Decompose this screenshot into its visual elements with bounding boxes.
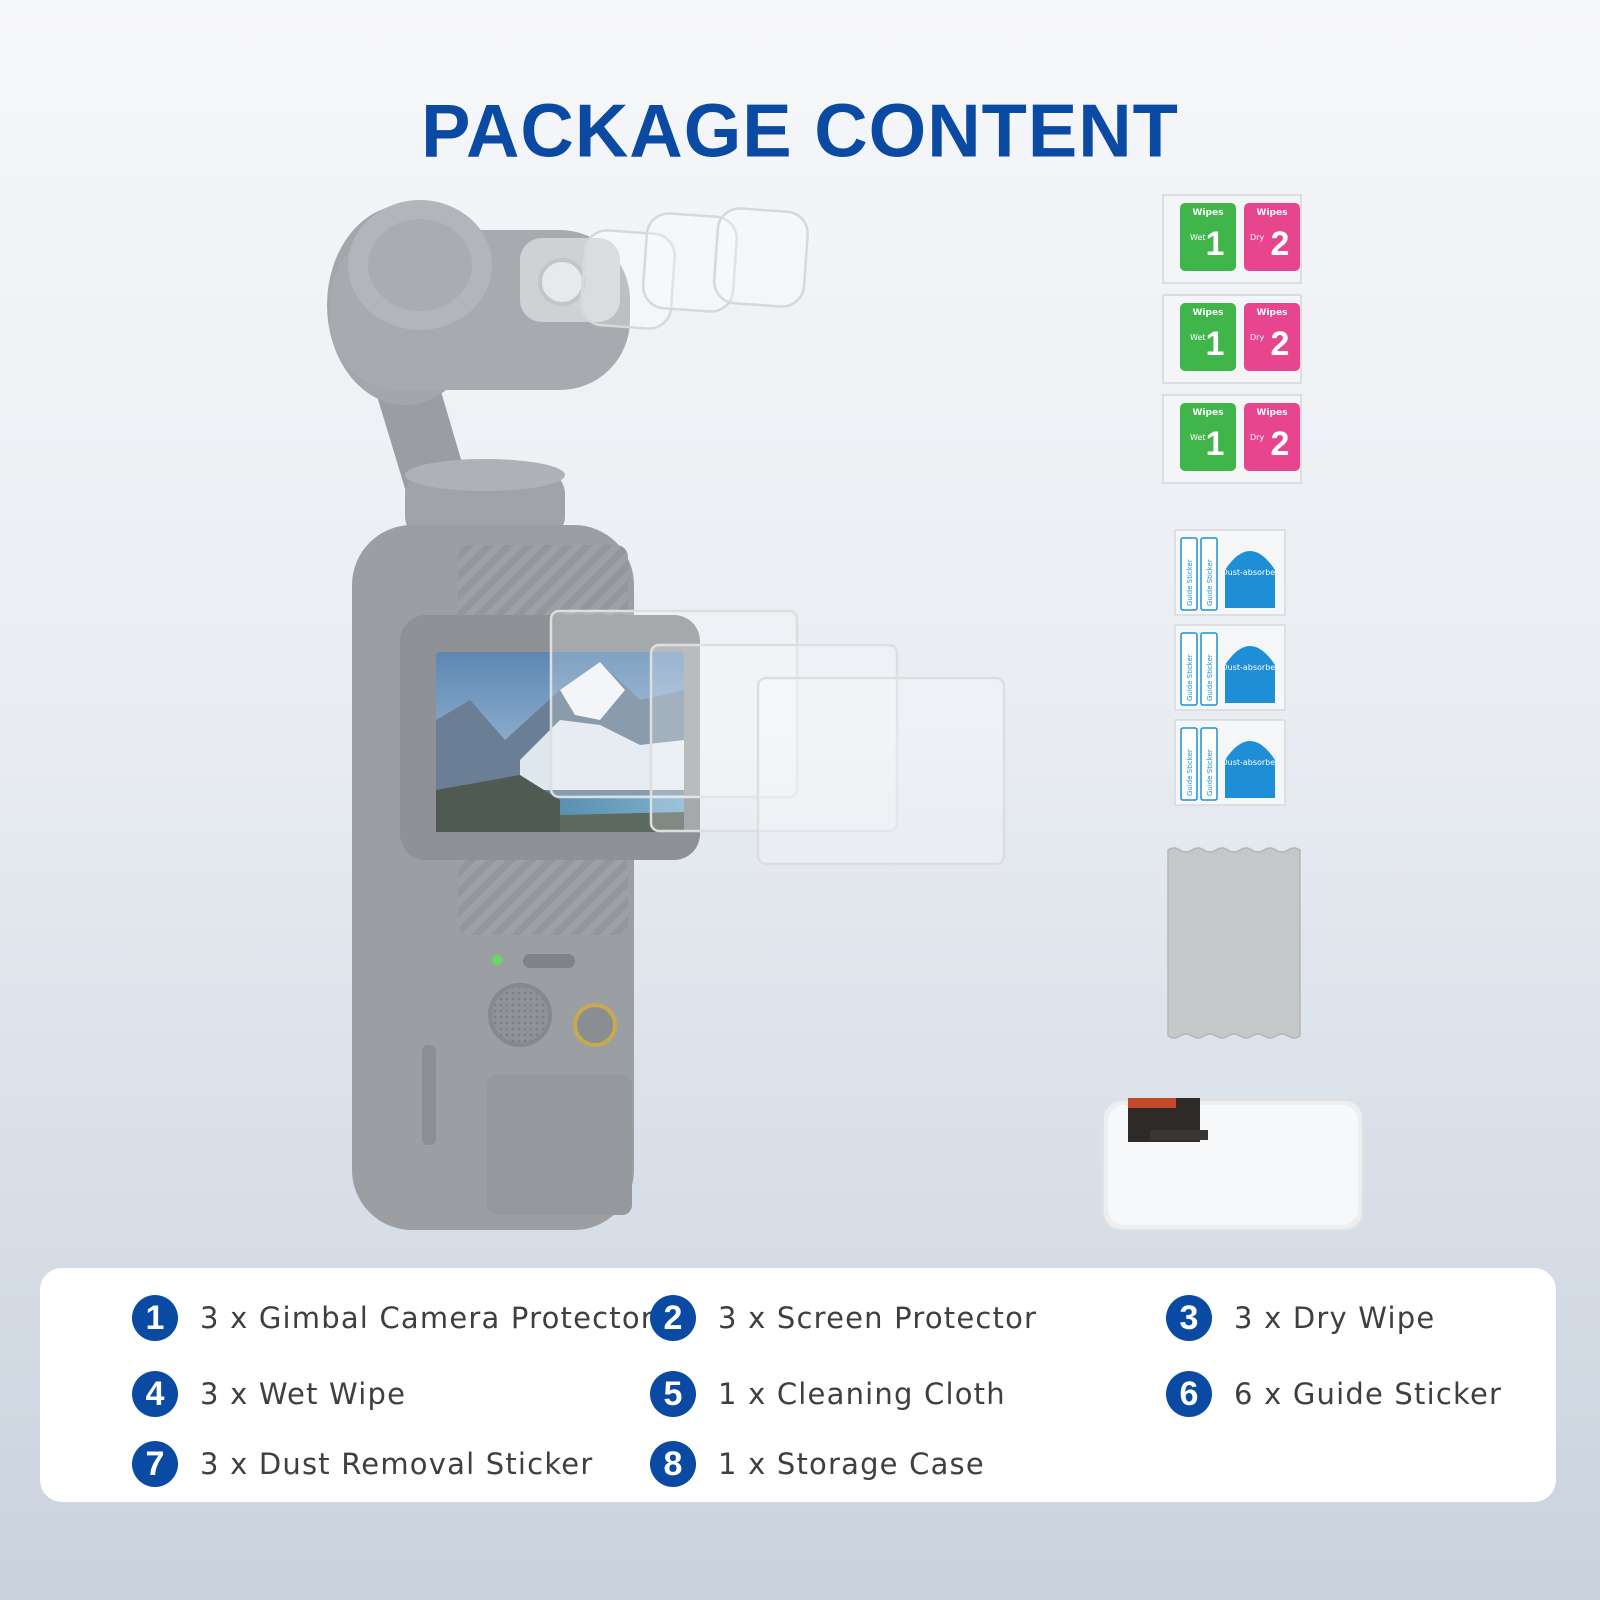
dry-wipe-pack — [1244, 203, 1300, 271]
dust-absorber-text: Dust-absorber — [1221, 663, 1279, 672]
item-dry-wipe: 3 3 x Dry Wipe — [1166, 1294, 1435, 1342]
guide-sticker-text: Guide Sticker — [1206, 654, 1214, 701]
wipe-header-text: Wipes — [1193, 208, 1224, 218]
number-badge: 2 — [650, 1295, 696, 1341]
guide-sticker — [1200, 632, 1218, 706]
guide-sticker-text: Guide Sticker — [1186, 559, 1194, 606]
item-label: 3 x Wet Wipe — [200, 1377, 407, 1411]
wipe-header-text: Wipes — [1257, 208, 1288, 218]
item-gimbal-camera-protector: 1 3 x Gimbal Camera Protector — [132, 1294, 654, 1342]
guide-sticker-text: Guide Sticker — [1206, 559, 1214, 606]
gimbal-camera-protectors — [579, 207, 809, 330]
guide-sticker — [1180, 727, 1198, 801]
item-label: 6 x Guide Sticker — [1234, 1377, 1503, 1411]
number-badge: 1 — [132, 1295, 178, 1341]
number-badge: 7 — [132, 1441, 178, 1487]
wet-wipe-pack — [1180, 203, 1236, 271]
guide-sticker-set: Guide Sticker Guide Sticker Dust-absorber — [1174, 719, 1286, 806]
dust-absorber-sticker — [1225, 551, 1275, 608]
wet-label-text: Wet — [1190, 433, 1206, 442]
wipe-header-text: Wipes — [1257, 308, 1288, 318]
item-storage-case: 8 1 x Storage Case — [650, 1440, 985, 1488]
number-badge: 5 — [650, 1371, 696, 1417]
screen-protectors — [549, 609, 1006, 866]
item-wet-wipe: 4 3 x Wet Wipe — [132, 1370, 406, 1418]
screen-landscape-image — [436, 652, 684, 832]
dry-label-text: Dry — [1250, 333, 1264, 342]
item-label: 3 x Dry Wipe — [1234, 1301, 1436, 1335]
item-guide-sticker: 6 6 x Guide Sticker — [1166, 1370, 1502, 1418]
guide-sticker-set: Guide Sticker Guide Sticker Dust-absorber — [1174, 529, 1286, 616]
item-label: 1 x Cleaning Cloth — [718, 1377, 1006, 1411]
number-badge: 3 — [1166, 1295, 1212, 1341]
guide-sticker-set: Guide Sticker Guide Sticker Dust-absorber — [1174, 624, 1286, 711]
number-badge: 6 — [1166, 1371, 1212, 1417]
dry-wipe-pack — [1244, 403, 1300, 471]
item-label: 3 x Dust Removal Sticker — [200, 1447, 594, 1481]
guide-sticker-text: Guide Sticker — [1186, 654, 1194, 701]
dry-label-text: Dry — [1250, 433, 1264, 442]
wipe-header-text: Wipes — [1193, 308, 1224, 318]
dry-wipe-pack — [1244, 303, 1300, 371]
dust-absorber-text: Dust-absorber — [1221, 758, 1279, 767]
page-title: PACKAGE CONTENT — [421, 88, 1179, 173]
wet-number-text: 1 — [1206, 325, 1225, 363]
guide-sticker — [1200, 727, 1218, 801]
dry-label-text: Dry — [1250, 233, 1264, 242]
wipe-header-text: Wipes — [1193, 408, 1224, 418]
dry-number-text: 2 — [1271, 425, 1290, 463]
wet-wipe-pack — [1180, 303, 1236, 371]
dust-absorber-sticker — [1225, 646, 1275, 703]
storage-case — [1102, 1098, 1364, 1231]
cleaning-cloth — [1167, 847, 1301, 1039]
item-label: 1 x Storage Case — [718, 1447, 985, 1481]
item-screen-protector: 2 3 x Screen Protector — [650, 1294, 1037, 1342]
wet-label-text: Wet — [1190, 333, 1206, 342]
item-cleaning-cloth: 5 1 x Cleaning Cloth — [650, 1370, 1006, 1418]
guide-sticker — [1180, 537, 1198, 611]
dry-number-text: 2 — [1271, 325, 1290, 363]
dust-absorber-text: Dust-absorber — [1221, 568, 1279, 577]
guide-sticker-text: Guide Sticker — [1186, 749, 1194, 796]
guide-sticker — [1180, 632, 1198, 706]
wet-label-text: Wet — [1190, 233, 1206, 242]
number-badge: 8 — [650, 1441, 696, 1487]
item-dust-removal-sticker: 7 3 x Dust Removal Sticker — [132, 1440, 593, 1488]
item-label: 3 x Gimbal Camera Protector — [200, 1301, 654, 1335]
wipe-header-text: Wipes — [1257, 408, 1288, 418]
gimbal-camera-device — [327, 200, 700, 1230]
wet-wipe-pack — [1180, 403, 1236, 471]
wet-number-text: 1 — [1206, 425, 1225, 463]
package-contents-panel: 1 3 x Gimbal Camera Protector 2 3 x Scre… — [40, 1268, 1556, 1502]
guide-sticker-text: Guide Sticker — [1206, 749, 1214, 796]
wet-number-text: 1 — [1206, 225, 1225, 263]
dry-number-text: 2 — [1271, 225, 1290, 263]
dust-absorber-sticker — [1225, 741, 1275, 798]
guide-sticker — [1200, 537, 1218, 611]
number-badge: 4 — [132, 1371, 178, 1417]
item-label: 3 x Screen Protector — [718, 1301, 1038, 1335]
